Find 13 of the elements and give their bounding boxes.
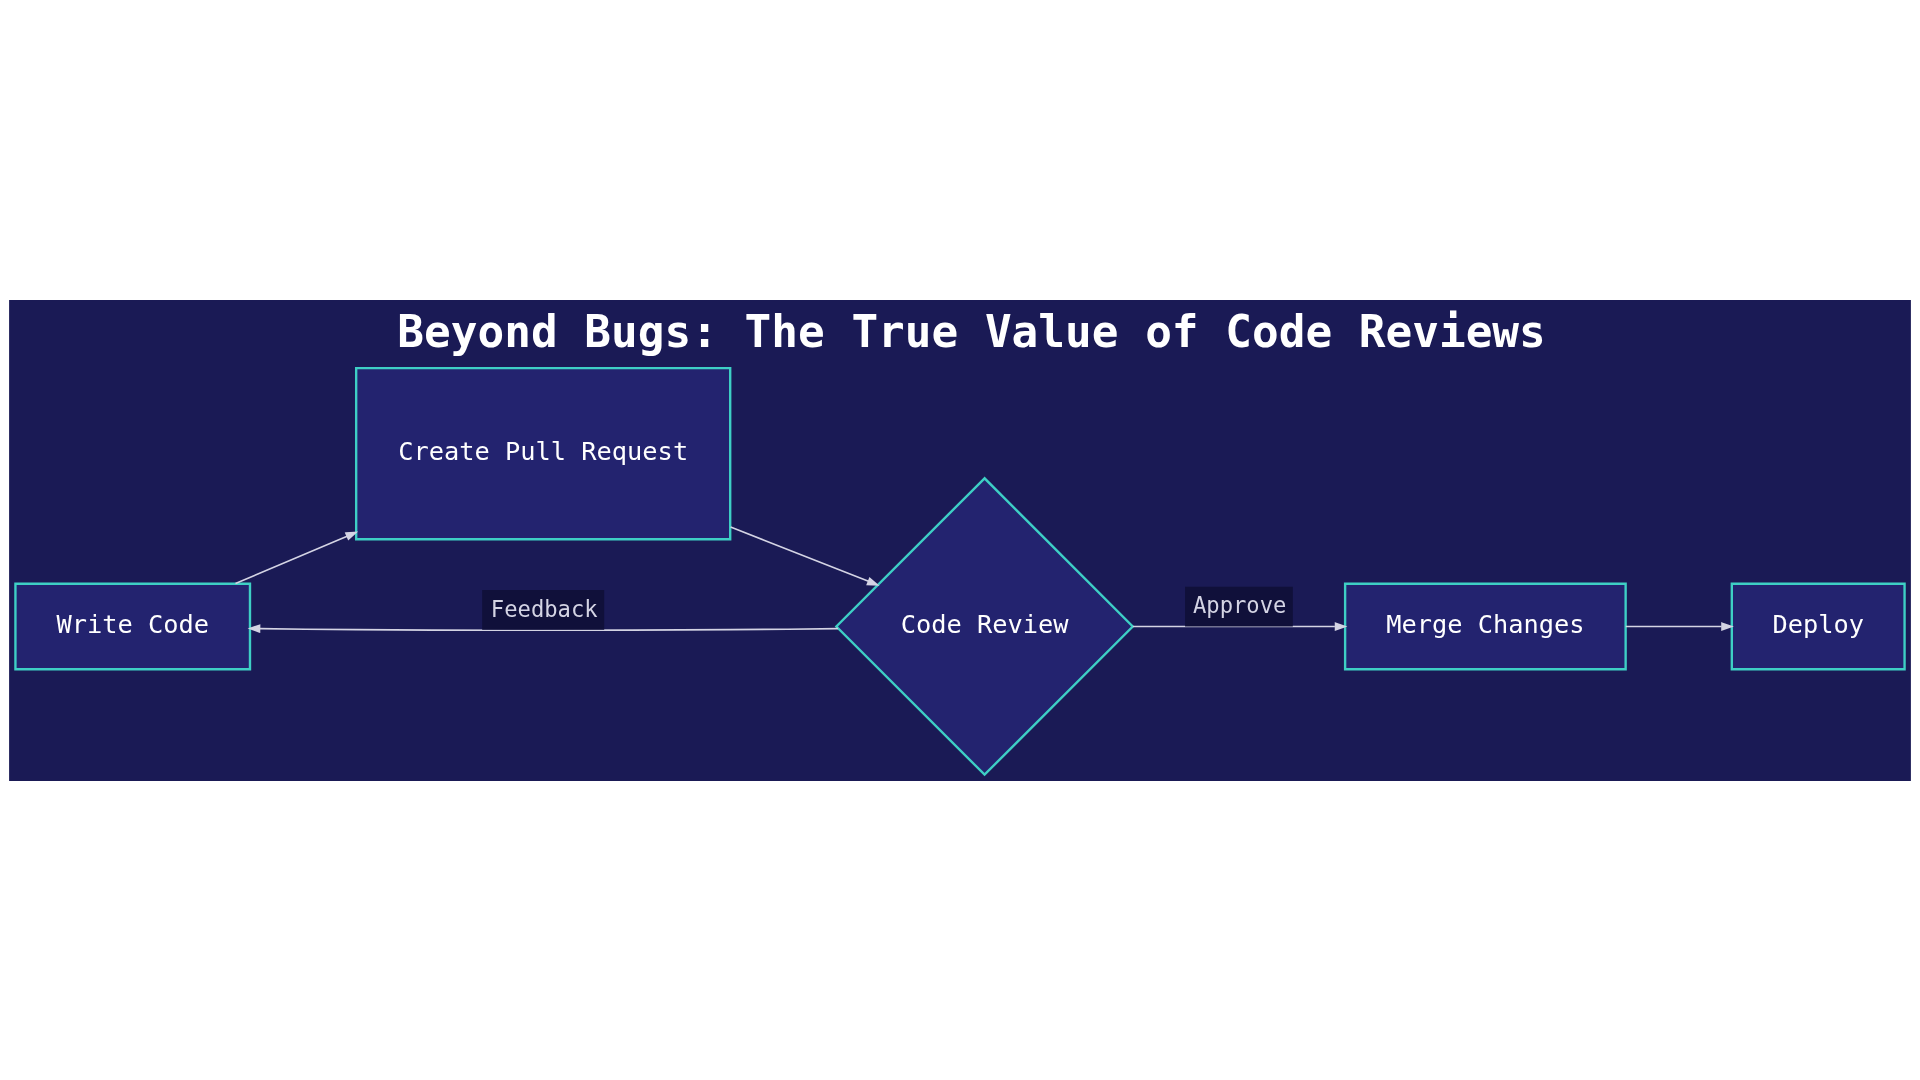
edge-label: Feedback — [490, 594, 598, 621]
node-box: Create Pull Request — [355, 366, 732, 540]
arrow — [234, 531, 359, 584]
arrow — [247, 623, 839, 633]
arrow — [1131, 621, 1348, 631]
arrow — [1625, 621, 1734, 631]
node-box: Deploy — [1730, 582, 1906, 670]
node-box: Write Code — [14, 582, 252, 670]
node-diamond: Code Review — [834, 476, 1135, 776]
node-box: Merge Changes — [1343, 582, 1627, 670]
arrow — [729, 525, 880, 586]
diagram-title: Beyond Bugs: The True Value of Code Reviews — [397, 305, 1546, 357]
edge-label: Approve — [1192, 591, 1287, 618]
